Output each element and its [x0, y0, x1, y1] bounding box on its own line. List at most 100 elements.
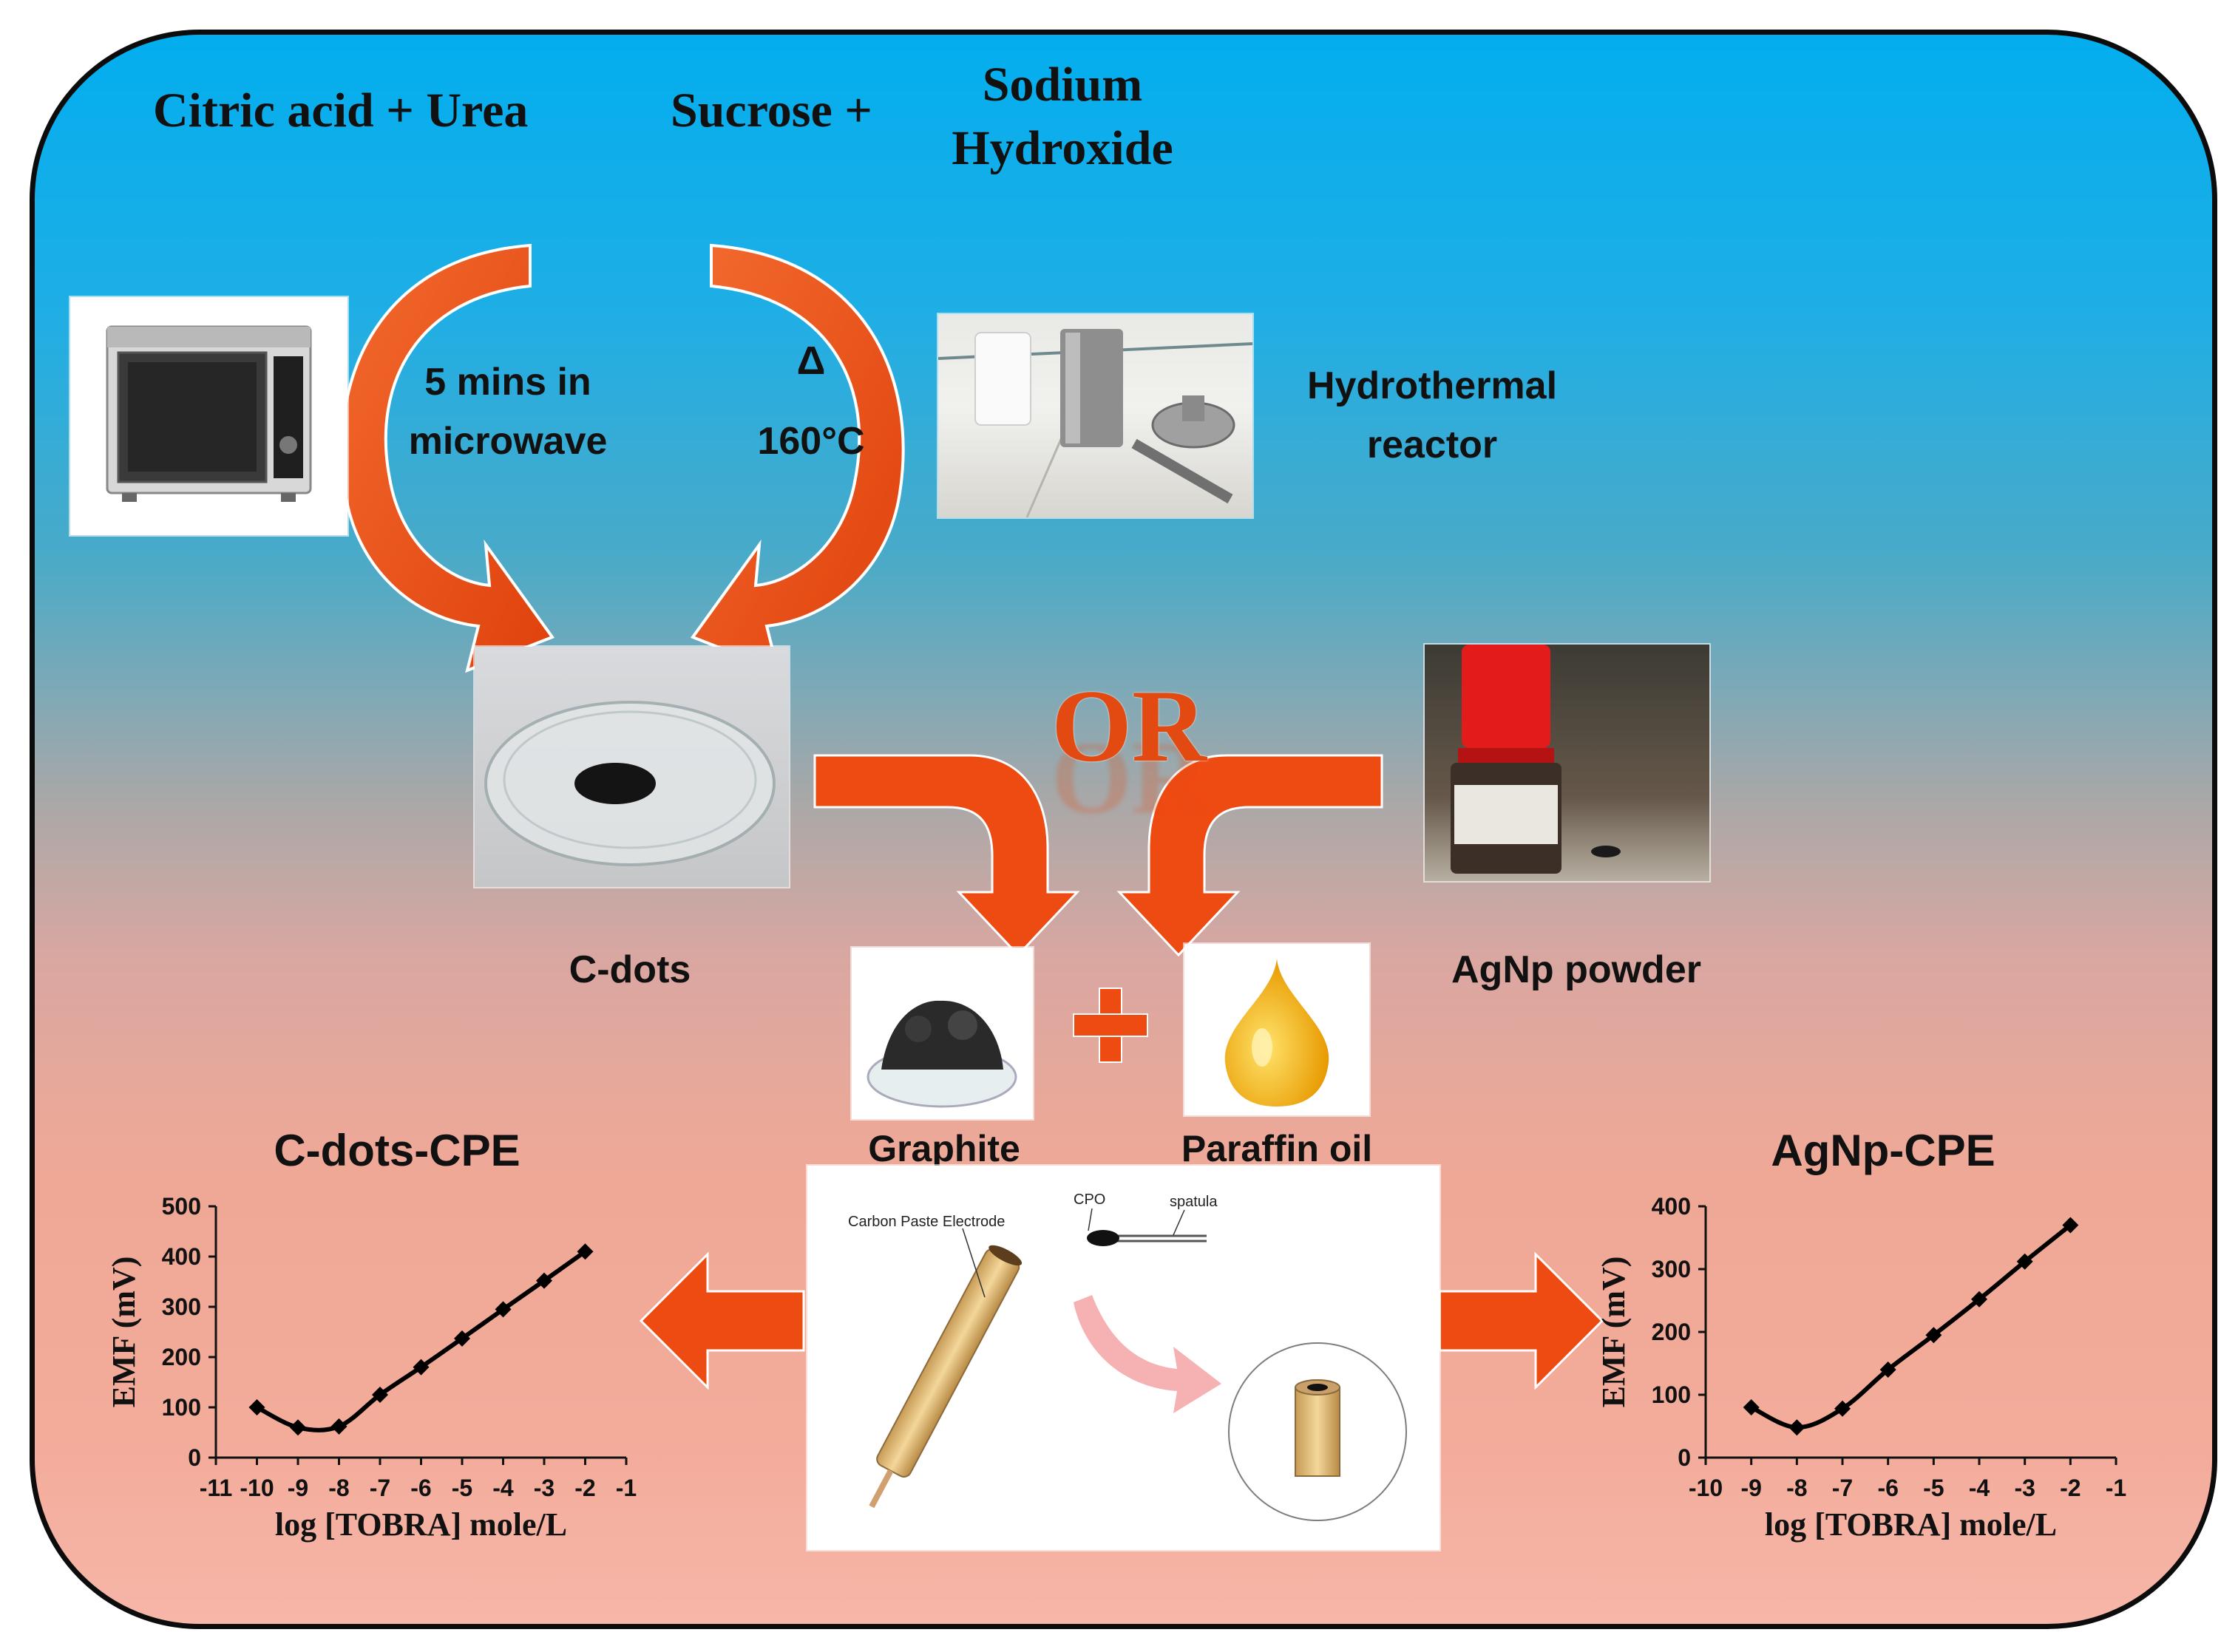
data-point-marker [2016, 1253, 2033, 1270]
data-point-marker [1788, 1419, 1805, 1436]
x-tick-label: -9 [1740, 1475, 1761, 1501]
x-tick-label: -6 [410, 1475, 431, 1501]
y-axis-label: EMF (mV) [1596, 1257, 1632, 1408]
microwave-line2: microwave [408, 420, 608, 463]
hydrothermal-reactor-photo [938, 314, 1252, 517]
reactor-line1: Hydrothermal [1306, 364, 1558, 407]
graphite-powder-icon [867, 1000, 1017, 1108]
data-point-marker [454, 1330, 470, 1347]
reagent-sodium: Sodium [982, 58, 1143, 112]
agnp-label: AgNp powder [1451, 948, 1701, 991]
y-tick-label: 300 [1652, 1256, 1691, 1282]
or-label: OR [1051, 669, 1207, 783]
microwave-photo [70, 297, 347, 535]
x-tick-label: -3 [2014, 1475, 2035, 1501]
data-point-marker [290, 1419, 306, 1436]
bent-arrow-left [813, 754, 1080, 957]
x-tick-label: -9 [288, 1475, 308, 1501]
data-point-marker [1743, 1399, 1760, 1415]
chart-right-title: AgNp-CPE [1771, 1126, 1995, 1175]
reagent-sucrose: Sucrose + [671, 84, 872, 137]
x-tick-label: -11 [200, 1475, 232, 1501]
x-tick-label: -8 [328, 1475, 349, 1501]
y-axis-label: EMF (mV) [106, 1257, 142, 1408]
carbon-paste-electrode-icon [869, 1245, 1023, 1509]
chart-left: 0 100 200 300 400 500 -11 -10 -9 -8 -7 -6 -5 -4 -3 -2 -1… [106, 1193, 637, 1543]
petri-dish-icon [484, 701, 776, 866]
electrode-label: Carbon Paste Electrode [848, 1214, 1006, 1230]
series-line [256, 1249, 587, 1432]
curved-arrow-right [690, 243, 905, 673]
x-tick-label: -5 [452, 1475, 472, 1501]
data-point-marker [536, 1272, 552, 1289]
y-tick-label: 300 [162, 1294, 201, 1320]
data-point-marker [495, 1301, 512, 1318]
electrode-sketch-panel: Carbon Paste Electrode CPO spatula [807, 1166, 1440, 1550]
electrode-sketch [869, 1208, 1407, 1521]
x-tick-label: -6 [1877, 1475, 1898, 1501]
x-tick-label: -3 [534, 1475, 555, 1501]
chart-left-title: C-dots-CPE [274, 1126, 520, 1175]
plus-sign-icon [1073, 988, 1148, 1063]
y-tick-label: 100 [162, 1394, 201, 1421]
curved-arrow-left [340, 243, 555, 673]
x-tick-label: -1 [616, 1475, 637, 1501]
x-tick-label: -7 [370, 1475, 390, 1501]
reagent-hydroxide: Hydroxide [952, 121, 1173, 175]
cpo-label: CPO [1074, 1192, 1106, 1208]
x-tick-label: -10 [240, 1475, 274, 1501]
cdots-photo [475, 647, 789, 887]
x-tick-label: -5 [1923, 1475, 1944, 1501]
diagram-frame: Citric acid + Urea Sucrose + Sodium Hydr… [30, 30, 2217, 1629]
x-tick-label: -10 [1689, 1475, 1723, 1501]
delta-symbol: Δ [796, 339, 826, 383]
oil-drop-icon [1224, 959, 1329, 1107]
data-point-marker [577, 1243, 594, 1260]
data-point-marker [1879, 1362, 1896, 1378]
x-tick-label: -2 [2060, 1475, 2081, 1501]
microwave-line1: 5 mins in [424, 361, 591, 404]
reagent-sodium-hydroxide: Sodium Hydroxide [907, 53, 1218, 180]
vial-icon [1451, 645, 1621, 874]
reagent-citric-urea: Citric acid + Urea [153, 84, 529, 137]
x-axis-label: log [TOBRA] mole/L [1765, 1506, 2057, 1543]
x-tick-label: -2 [574, 1475, 595, 1501]
data-point-marker [1971, 1291, 1987, 1308]
block-arrow-right [1438, 1251, 1604, 1390]
electrode-tip-icon [1295, 1379, 1340, 1477]
series-line [1750, 1223, 2072, 1430]
reactor-line2: reactor [1366, 424, 1498, 466]
spatula-icon [1087, 1209, 1207, 1246]
data-point-marker [1834, 1400, 1851, 1417]
x-tick-label: -7 [1832, 1475, 1853, 1501]
microwave-step-label: 5 mins in microwave [397, 353, 619, 471]
x-tick-label: -8 [1786, 1475, 1807, 1501]
bent-arrow-right [1116, 754, 1383, 957]
y-tick-label: 500 [162, 1193, 201, 1220]
cdots-label: C-dots [569, 948, 691, 991]
hydrothermal-reactor-label: Hydrothermal reactor [1277, 356, 1587, 475]
y-tick-label: 400 [1652, 1193, 1691, 1220]
paraffin-photo [1184, 944, 1369, 1115]
y-tick-label: 400 [162, 1243, 201, 1270]
x-tick-label: -4 [492, 1475, 514, 1501]
y-tick-label: 100 [1652, 1381, 1691, 1408]
x-axis-label: log [TOBRA] mole/L [275, 1506, 567, 1543]
agnp-photo [1425, 645, 1709, 881]
y-tick-label: 200 [1652, 1319, 1691, 1345]
data-point-marker [248, 1399, 265, 1415]
microwave-icon [106, 325, 312, 502]
data-point-marker [1925, 1327, 1942, 1344]
x-tick-label: -4 [1969, 1475, 1990, 1501]
spatula-label: spatula [1170, 1194, 1218, 1210]
data-point-marker [372, 1387, 388, 1403]
data-point-marker [2062, 1217, 2079, 1234]
curved-arrows [340, 243, 1604, 1390]
y-tick-label: 200 [162, 1344, 201, 1370]
data-point-marker [413, 1359, 430, 1376]
y-tick-label: 0 [188, 1444, 201, 1471]
pink-curved-arrow [1074, 1295, 1221, 1413]
data-point-marker [330, 1418, 347, 1435]
x-tick-label: -1 [2106, 1475, 2126, 1501]
